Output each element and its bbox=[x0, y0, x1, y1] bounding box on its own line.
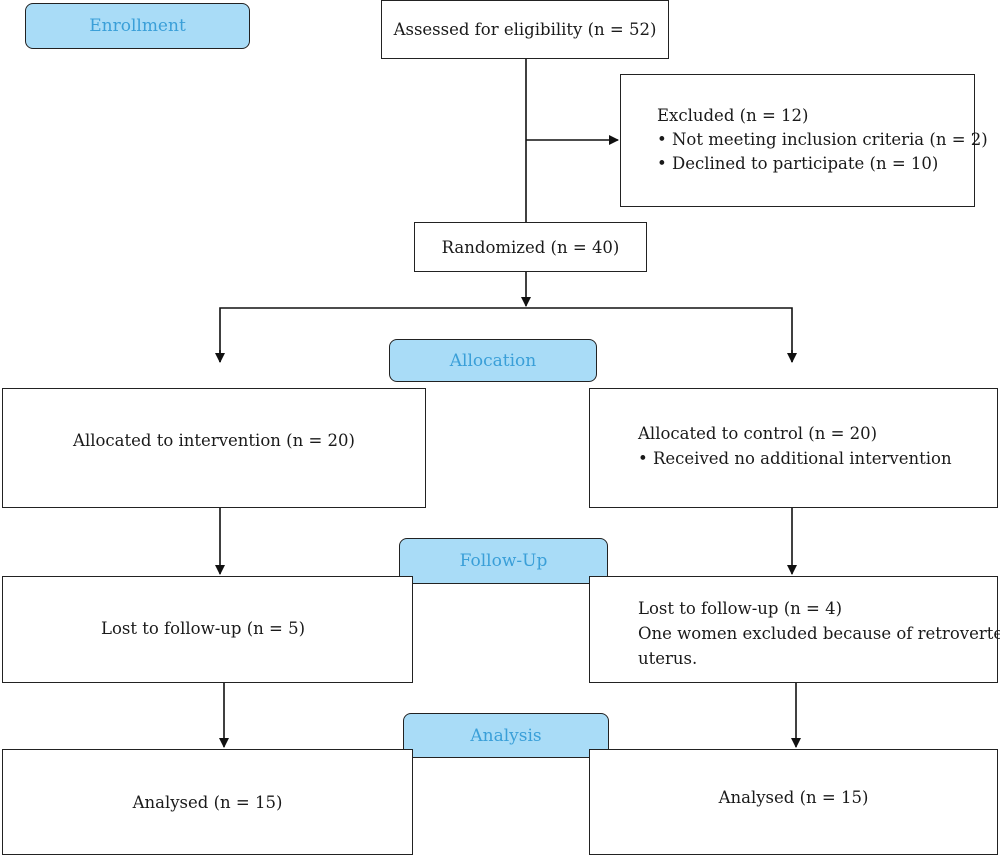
stage-enrollment: Enrollment bbox=[25, 3, 250, 49]
intervention-lost-box: Lost to follow-up (n = 5) bbox=[2, 576, 413, 683]
randomized-text: Randomized (n = 40) bbox=[441, 237, 620, 257]
intervention-lost-text: Lost to follow-up (n = 5) bbox=[101, 619, 306, 638]
control-allocated-box: Allocated to control (n = 20) Received n… bbox=[589, 388, 998, 508]
stage-allocation: Allocation bbox=[389, 339, 597, 382]
assessed-box: Assessed for eligibility (n = 52) bbox=[381, 0, 669, 59]
control-allocated-note: Received no additional intervention bbox=[638, 446, 952, 471]
control-lost-text: Lost to follow-up (n = 4) bbox=[638, 599, 843, 618]
stage-enrollment-label: Enrollment bbox=[89, 16, 186, 36]
control-lost-note-2: uterus. bbox=[638, 649, 698, 668]
control-analysed-text: Analysed (n = 15) bbox=[718, 787, 869, 807]
stage-analysis-label: Analysis bbox=[470, 725, 542, 746]
intervention-allocated-box: Allocated to intervention (n = 20) bbox=[2, 388, 426, 508]
control-lost-note-1: One women excluded because of retroverte… bbox=[638, 624, 1000, 643]
excluded-item-declined: Declined to participate (n = 10) bbox=[657, 151, 938, 176]
excluded-title: Excluded (n = 12) bbox=[657, 106, 809, 125]
excluded-item-criteria: Not meeting inclusion criteria (n = 2) bbox=[657, 127, 988, 152]
control-allocated-text: Allocated to control (n = 20) bbox=[638, 424, 878, 443]
excluded-box: Excluded (n = 12) Not meeting inclusion … bbox=[620, 74, 988, 207]
connector-split bbox=[219, 307, 793, 362]
assessed-text: Assessed for eligibility (n = 52) bbox=[393, 20, 657, 39]
control-analysed-box: Analysed (n = 15) bbox=[589, 749, 998, 855]
stage-analysis: Analysis bbox=[403, 713, 609, 758]
stage-follow-up-label: Follow-Up bbox=[459, 551, 548, 571]
stage-follow-up: Follow-Up bbox=[399, 538, 608, 584]
randomized-box: Randomized (n = 40) bbox=[414, 222, 647, 272]
control-lost-box: Lost to follow-up (n = 4) One women excl… bbox=[589, 576, 1000, 683]
stage-allocation-label: Allocation bbox=[449, 350, 537, 371]
intervention-analysed-box: Analysed (n = 15) bbox=[2, 749, 413, 855]
intervention-analysed-text: Analysed (n = 15) bbox=[132, 792, 283, 812]
intervention-allocated-text: Allocated to intervention (n = 20) bbox=[73, 430, 355, 450]
